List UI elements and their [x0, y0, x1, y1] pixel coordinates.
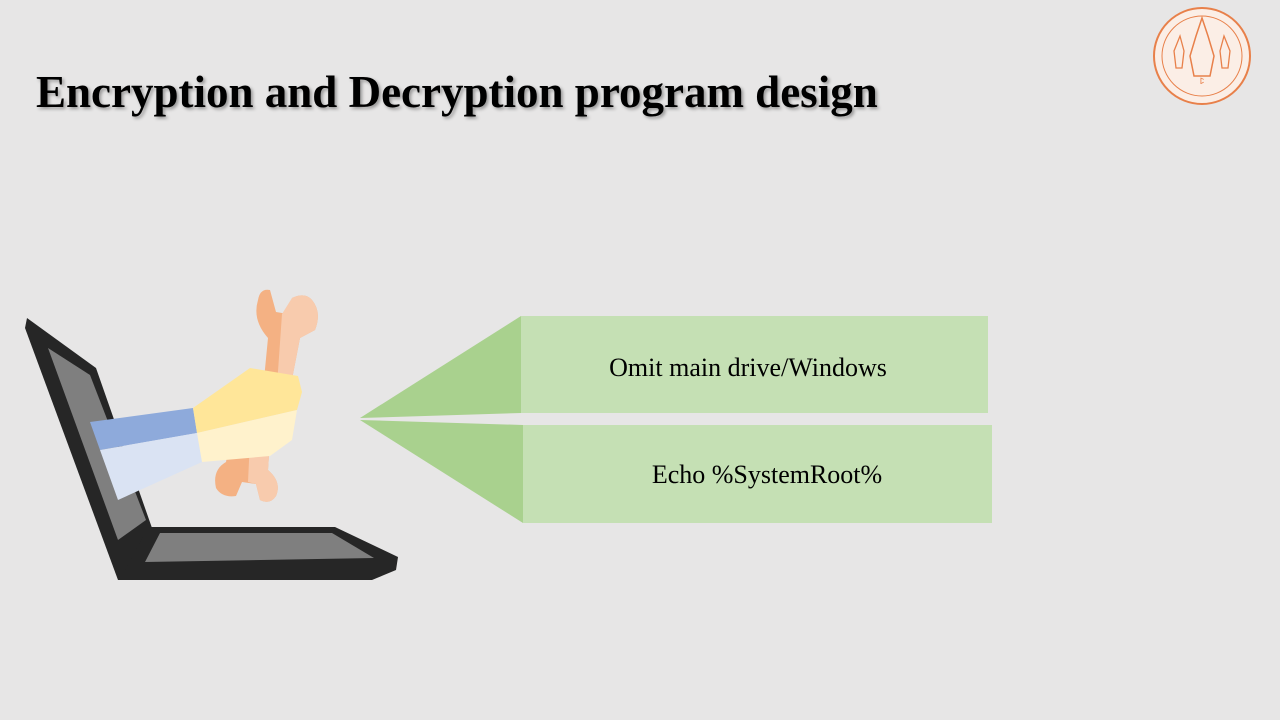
arm-icon — [90, 368, 302, 500]
arrow-shape-2 — [360, 420, 992, 523]
arrow-shape-1 — [360, 316, 988, 418]
item-label-echo-systemroot: Echo %SystemRoot% — [651, 460, 883, 489]
svg-text:ꛕ: ꛕ — [1200, 76, 1205, 86]
institute-seal-logo: ꛕ — [1153, 7, 1251, 105]
slide-title: Encryption and Decryption program design — [36, 67, 878, 117]
item-label-omit-main-drive: Omit main drive/Windows — [609, 353, 887, 382]
